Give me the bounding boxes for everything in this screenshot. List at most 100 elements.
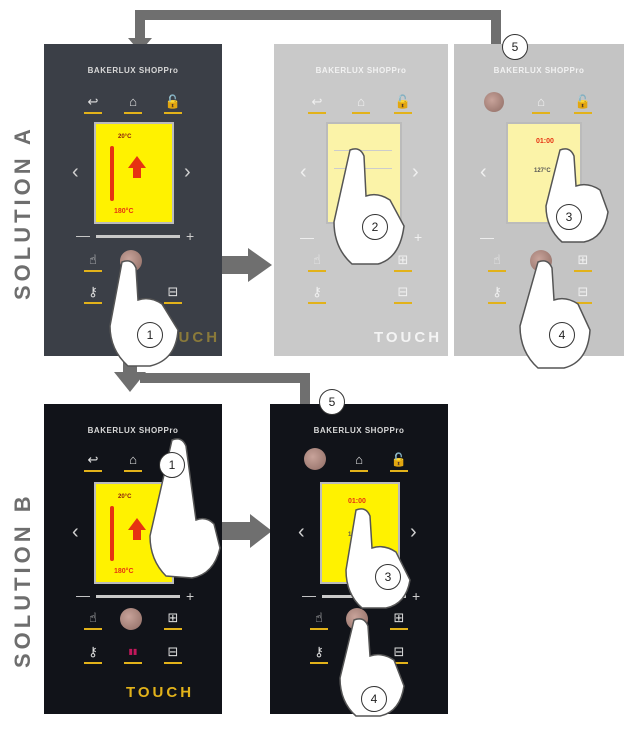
step-bubble: 3 (556, 204, 582, 230)
prev-arrow[interactable]: ‹ (72, 521, 79, 543)
slider-track[interactable] (96, 595, 180, 598)
knob-icon[interactable] (346, 608, 368, 630)
oven-screen: 20°C 180°C (94, 122, 174, 224)
hand-icon[interactable]: ☝ (306, 252, 328, 272)
timer-value: 01:00 (348, 498, 366, 505)
step-bubble: 5 (319, 389, 345, 415)
panel-b2: BAKERLUX SHOPPro ⌂ 🔓 ‹ › 01:00 127°C — +… (270, 404, 448, 714)
brand-name: BAKERLUX SHOPPro (87, 426, 179, 435)
oven-icon[interactable]: ⊟ (388, 644, 410, 664)
oven-icon[interactable]: ⊟ (162, 644, 184, 664)
current-temp: 180°C (114, 208, 134, 215)
minus-button[interactable]: — (300, 229, 314, 245)
heat-up-icon (128, 518, 146, 530)
slider-track[interactable] (96, 235, 180, 238)
back-icon[interactable]: ↩ (82, 94, 104, 114)
grid-icon[interactable]: ⊞ (388, 610, 410, 630)
hand-icon[interactable]: ☝ (486, 252, 508, 272)
arrowhead-b1-to-b2 (250, 514, 272, 548)
touch-label: TOUCH (126, 684, 195, 701)
knob-icon[interactable] (484, 92, 504, 112)
brand-name: BAKERLUX SHOPPro (493, 66, 585, 75)
next-arrow[interactable]: › (412, 161, 419, 183)
key-icon[interactable]: ⚷ (308, 644, 330, 664)
hand-icon[interactable]: ☝ (308, 610, 330, 630)
minus-button[interactable]: — (302, 587, 316, 603)
home-icon[interactable]: ⌂ (122, 94, 144, 114)
thermometer-icon (110, 506, 114, 561)
prev-arrow[interactable]: ‹ (300, 161, 307, 183)
panel-b1: BAKERLUX SHOPPro ↩ ⌂ 🔓 ‹ 20°C 180°C — + … (44, 404, 222, 714)
thermometer-icon (110, 146, 114, 201)
heat-up-icon-stem (133, 168, 141, 178)
step-bubble: 3 (375, 564, 401, 590)
next-arrow[interactable]: › (184, 161, 191, 183)
set-temp: 20°C (118, 494, 132, 500)
prev-arrow[interactable]: ‹ (298, 521, 305, 543)
oven-icon[interactable]: ⊟ (392, 284, 414, 304)
key-icon[interactable]: ⚷ (306, 284, 328, 304)
back-icon[interactable]: ↩ (306, 94, 328, 114)
step-bubble: 4 (361, 686, 387, 712)
lock-icon[interactable]: 🔓 (388, 452, 410, 472)
lock-icon[interactable]: 🔓 (162, 94, 184, 114)
key-icon[interactable]: ⚷ (82, 644, 104, 664)
prev-arrow[interactable]: ‹ (480, 161, 487, 183)
step-bubble: 5 (502, 34, 528, 60)
menu-item[interactable] (334, 136, 392, 151)
key-icon[interactable]: ⚷ (486, 284, 508, 304)
plus-button[interactable]: + (412, 588, 421, 604)
oven-screen: 20°C 180°C (94, 482, 174, 584)
menu-screen (326, 122, 402, 224)
grid-icon[interactable]: ⊞ (572, 252, 594, 272)
home-icon[interactable]: ⌂ (350, 94, 372, 114)
home-icon[interactable]: ⌂ (530, 94, 552, 114)
panel-a2: BAKERLUX SHOPPro ↩ ⌂ 🔓 ‹ › — + ☝ ⊞ ⚷ ⊟ T… (274, 44, 448, 356)
oven-icon[interactable]: ⊟ (162, 284, 184, 304)
minus-button[interactable]: — (480, 229, 494, 245)
knob-icon[interactable] (120, 608, 142, 630)
touch-label: TOUCH (374, 329, 443, 346)
step-bubble: 2 (362, 214, 388, 240)
start-stop-icon[interactable]: ▮▮ (122, 644, 144, 664)
solution-a-label: SOLUTION A (10, 125, 35, 300)
panel-a3: BAKERLUX SHOPPro ⌂ 🔓 ‹ 01:00 127°C — ☝ ⊞… (454, 44, 624, 356)
knob-icon[interactable] (304, 448, 326, 470)
slider-track[interactable] (322, 595, 406, 598)
plus-button[interactable]: + (414, 229, 423, 245)
prev-arrow[interactable]: ‹ (72, 161, 79, 183)
minus-button[interactable]: — (76, 227, 90, 243)
grid-icon[interactable]: ⊞ (162, 610, 184, 630)
plus-button[interactable]: + (186, 588, 195, 604)
current-temp: 180°C (114, 568, 134, 575)
plus-button[interactable]: + (186, 228, 195, 244)
menu-item[interactable] (334, 154, 392, 169)
grid-icon[interactable]: ⊞ (392, 252, 414, 272)
panel-a1: BAKERLUX SHOPPro ↩ ⌂ 🔓 ‹ › 20°C 180°C — … (44, 44, 222, 356)
knob-icon[interactable] (182, 524, 204, 546)
lock-icon[interactable]: 🔓 (572, 94, 594, 114)
step-bubble: 4 (549, 322, 575, 348)
heat-up-icon (128, 156, 146, 168)
next-arrow[interactable]: › (410, 521, 417, 543)
knob-icon[interactable] (120, 250, 142, 272)
step-bubble: 1 (159, 452, 185, 478)
oven-icon[interactable]: ⊟ (572, 284, 594, 304)
hand-icon[interactable]: ☝ (82, 252, 104, 272)
back-icon[interactable]: ↩ (82, 452, 104, 472)
lock-icon[interactable]: 🔓 (392, 94, 414, 114)
home-icon[interactable]: ⌂ (122, 452, 144, 472)
brand-name: BAKERLUX SHOPPro (313, 426, 405, 435)
brand-name: BAKERLUX SHOPPro (87, 66, 179, 75)
hand-icon[interactable]: ☝ (82, 610, 104, 630)
solution-b-label: SOLUTION B (10, 492, 35, 668)
knob-icon[interactable] (530, 250, 552, 272)
minus-button[interactable]: — (76, 587, 90, 603)
home-icon[interactable]: ⌂ (348, 452, 370, 472)
arrowhead-a1-to-a2 (248, 248, 272, 282)
set-temp: 20°C (118, 134, 132, 140)
brand-name: BAKERLUX SHOPPro (315, 66, 407, 75)
timer-value: 01:00 (536, 138, 554, 145)
key-icon[interactable]: ⚷ (82, 284, 104, 304)
temp-value: 127°C (348, 532, 365, 538)
